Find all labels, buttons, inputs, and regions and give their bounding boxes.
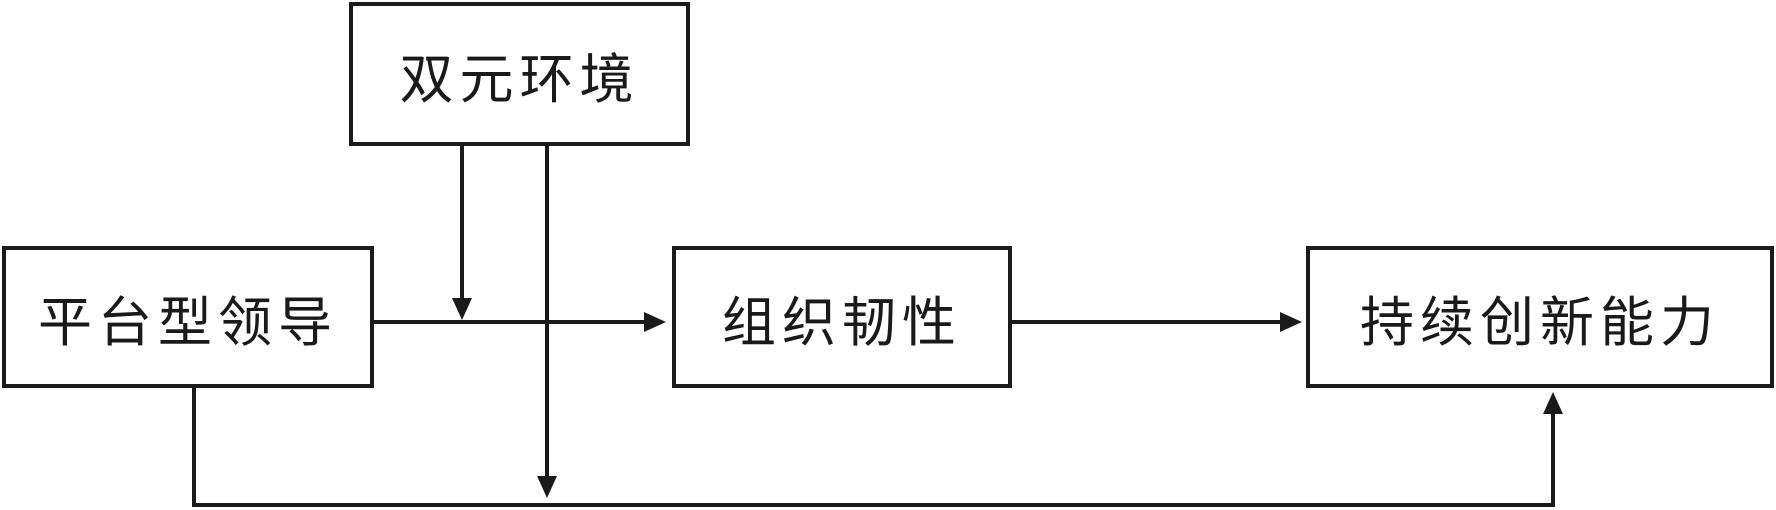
arrowhead-resilience [644,312,666,332]
arrowhead-innovation-right [1280,312,1302,332]
node-organizational-resilience-label: 组织韧性 [722,290,962,354]
node-platform-leadership: 平台型领导 [2,246,374,388]
arrowhead-innovation-up [1543,392,1563,414]
node-sustained-innovation: 持续创新能力 [1306,246,1774,388]
node-sustained-innovation-label: 持续创新能力 [1360,290,1720,354]
node-organizational-resilience: 组织韧性 [672,246,1012,388]
arrowhead-moderation-2 [537,476,557,498]
arrow-leadership-to-innovation [192,388,1555,507]
node-platform-leadership-label: 平台型领导 [38,290,338,354]
node-dual-environment-label: 双元环境 [399,47,640,111]
arrowhead-moderation-1 [452,298,472,320]
node-dual-environment: 双元环境 [349,2,690,146]
